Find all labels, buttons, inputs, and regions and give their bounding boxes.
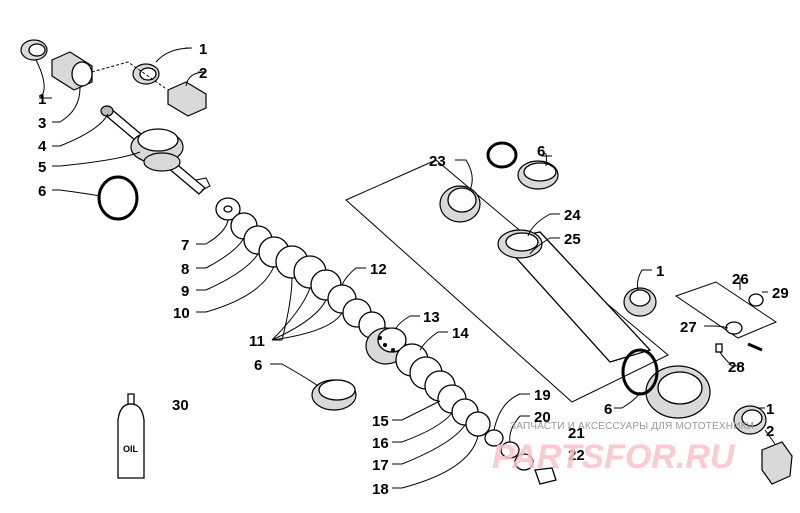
callout-9: 9 [181,283,189,300]
bottom-right-bushings [733,405,793,485]
callout-29: 29 [772,285,789,302]
callout-11: 11 [249,333,265,350]
o-ring-left [97,175,139,221]
callout-12: 12 [370,261,387,278]
callout-1a: 1 [199,41,207,58]
callout-1d: 1 [766,401,774,418]
callout-20: 20 [534,409,551,426]
callout-27: 27 [680,319,697,336]
callout-21: 21 [568,425,585,442]
callout-7: 7 [181,237,189,254]
callout-13: 13 [423,309,440,326]
callout-23: 23 [429,153,446,170]
callout-6b: 6 [254,357,262,374]
seal-ring-middle [311,379,357,411]
callout-18: 18 [372,481,389,498]
callout-15: 15 [372,413,389,430]
watermark-text: ЗАПЧАСТИ И АКСЕССУАРЫ ДЛЯ МОТОТЕХНИКИ [510,421,754,432]
oil-bottle-label: OIL [123,444,139,454]
callout-16: 16 [372,435,389,452]
callout-14: 14 [452,325,469,342]
top-bushing-group [20,39,207,117]
leader-lines [35,47,776,489]
callout-2a: 2 [199,65,207,82]
oil-bottle: OIL [117,393,145,479]
shim-stack-upper [215,197,386,339]
watermark-logo: PARTSFOR.RU [492,438,736,476]
callout-30: 30 [172,397,189,414]
callout-17: 17 [372,457,389,474]
callout-25: 25 [564,231,581,248]
callout-6a: 6 [38,183,46,200]
callout-4: 4 [38,138,47,155]
callout-1c: 1 [656,263,664,280]
callout-24: 24 [564,207,581,224]
callout-19: 19 [534,387,551,404]
callout-28: 28 [728,359,745,376]
callout-10: 10 [173,305,190,322]
bushing-right-middle [623,287,657,317]
watermark: ЗАПЧАСТИ И АКСЕССУАРЫ ДЛЯ МОТОТЕХНИКИ PA… [492,421,754,476]
callout-6c: 6 [537,143,545,160]
callout-22: 22 [568,447,585,464]
reservoir-end [621,348,711,419]
callout-26: 26 [732,271,749,288]
callout-6d: 6 [604,401,612,418]
callout-3: 3 [38,115,46,132]
callout-1b: 1 [38,91,46,108]
callout-2b: 2 [766,423,774,440]
shim-stack-lower [395,343,557,485]
shaft-assembly [100,105,211,195]
callout-numbers: 1 2 1 3 4 5 6 7 8 9 10 11 12 13 14 6 15 … [38,41,789,498]
callout-8: 8 [181,261,189,278]
shock-body [345,141,669,403]
piston [365,327,407,365]
valve-assembly [674,281,778,353]
callout-5: 5 [38,159,46,176]
